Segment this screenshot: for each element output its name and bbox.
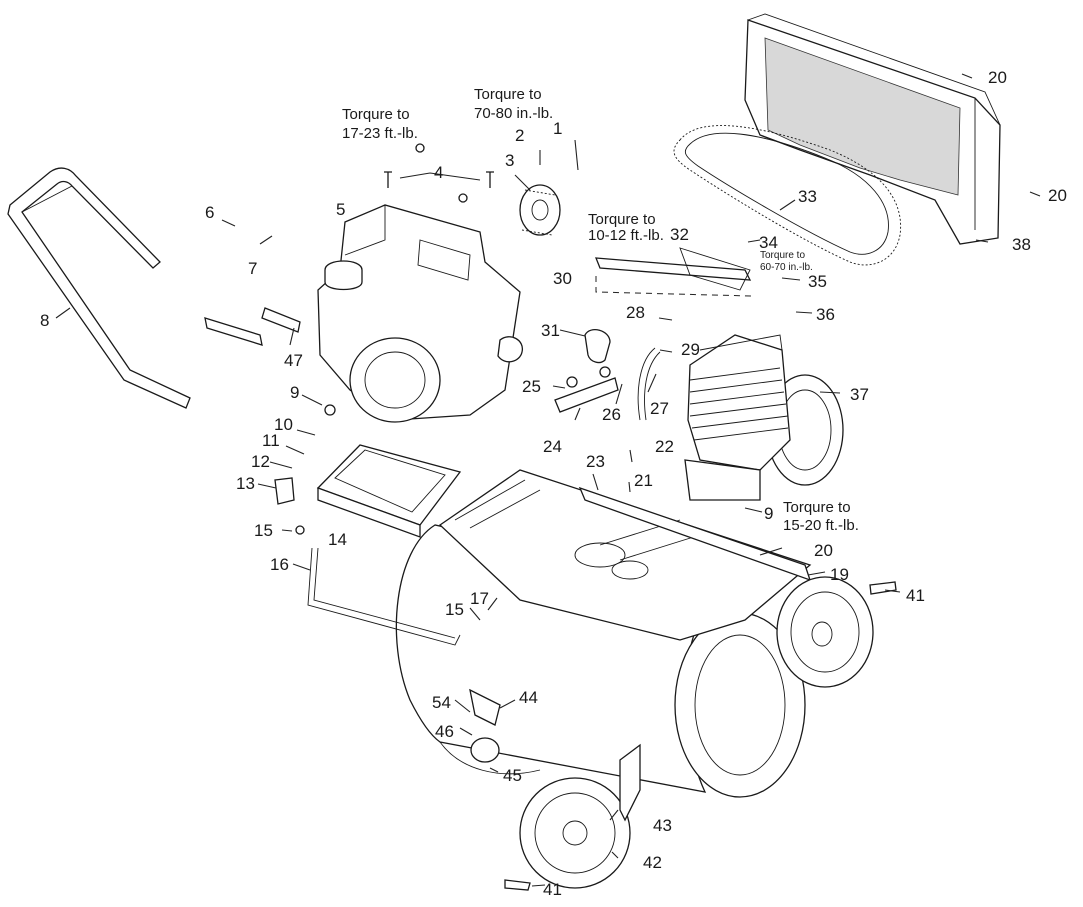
- callout-54: 54: [432, 693, 451, 712]
- callout-15-left: 15: [254, 521, 273, 540]
- callout-7: 7: [248, 259, 257, 278]
- callout-42: 42: [643, 853, 662, 872]
- belt-guard-bracket: [595, 247, 752, 291]
- callout-41-right: 41: [906, 586, 925, 605]
- callout-32: 32: [670, 225, 689, 244]
- callout-44: 44: [519, 688, 538, 707]
- unloader-valve: [554, 366, 619, 413]
- compressor-pump: [684, 334, 844, 501]
- callout-2: 2: [515, 126, 524, 145]
- torque-note-e-line1: Torqure to: [783, 499, 851, 516]
- callout-9-right: 9: [764, 504, 773, 523]
- wheel-left: [519, 777, 631, 889]
- check-valve: [584, 329, 611, 364]
- callout-27: 27: [650, 399, 669, 418]
- drive-belt: [673, 125, 902, 266]
- callout-21: 21: [634, 471, 653, 490]
- leader-lines: [55, 73, 1041, 887]
- torque-note-d-line2: 60-70 in.-lb.: [760, 262, 813, 273]
- callout-41-left: 41: [543, 880, 562, 899]
- torque-note-c-line1: Torqure to: [588, 211, 656, 228]
- callout-45: 45: [503, 766, 522, 785]
- callout-8: 8: [40, 311, 49, 330]
- handle: [7, 167, 191, 409]
- torque-note-d-line1: Torqure to: [760, 250, 805, 261]
- torque-note-c-line2: 10-12 ft.-lb.: [588, 227, 664, 244]
- callout-31: 31: [541, 321, 560, 340]
- callout-43: 43: [653, 816, 672, 835]
- torque-note-b-line2: 70-80 in.-lb.: [474, 105, 553, 122]
- callout-35: 35: [808, 272, 827, 291]
- callout-25: 25: [522, 377, 541, 396]
- callout-19: 19: [830, 565, 849, 584]
- callout-34: 34: [759, 233, 778, 252]
- torque-note-b-line1: Torqure to: [474, 86, 542, 103]
- engine: [317, 204, 523, 423]
- callout-4: 4: [434, 163, 443, 182]
- engine-mount-plate: [316, 444, 462, 538]
- callout-33: 33: [798, 187, 817, 206]
- callout-29: 29: [681, 340, 700, 359]
- pulley: [519, 184, 561, 236]
- callout-26: 26: [602, 405, 621, 424]
- callout-9-left: 9: [290, 383, 299, 402]
- torque-note-a-line2: 17-23 ft.-lb.: [342, 125, 418, 142]
- engine-bolts: [384, 143, 494, 203]
- belt-guard: [744, 13, 1001, 245]
- callout-38: 38: [1012, 235, 1031, 254]
- callout-20-top: 20: [988, 68, 1007, 87]
- callout-1: 1: [553, 119, 562, 138]
- pressure-switch: [274, 404, 336, 535]
- callout-3: 3: [505, 151, 514, 170]
- callout-30: 30: [553, 269, 572, 288]
- callout-37: 37: [850, 385, 869, 404]
- callout-46: 46: [435, 722, 454, 741]
- callout-12: 12: [251, 452, 270, 471]
- callout-24: 24: [543, 437, 562, 456]
- wheel-right: [776, 576, 874, 688]
- callout-16: 16: [270, 555, 289, 574]
- crankshaft-pipe: [204, 307, 301, 346]
- drain-line: [307, 547, 461, 646]
- callout-22: 22: [655, 437, 674, 456]
- torque-note-a-line1: Torqure to: [342, 106, 410, 123]
- callout-13: 13: [236, 474, 255, 493]
- callout-15-right: 15: [445, 600, 464, 619]
- callout-20-mid: 20: [1048, 186, 1067, 205]
- feet: [469, 688, 641, 822]
- discharge-tube: [637, 347, 661, 421]
- callout-10: 10: [274, 415, 293, 434]
- callout-6: 6: [205, 203, 214, 222]
- callout-23: 23: [586, 452, 605, 471]
- torque-note-e-line2: 15-20 ft.-lb.: [783, 517, 859, 534]
- callout-17: 17: [470, 589, 489, 608]
- callout-11: 11: [262, 431, 280, 450]
- callout-47: 47: [284, 351, 303, 370]
- callout-28: 28: [626, 303, 645, 322]
- callout-36: 36: [816, 305, 835, 324]
- callout-5: 5: [336, 200, 345, 219]
- callout-14: 14: [328, 530, 347, 549]
- callout-20-base: 20: [814, 541, 833, 560]
